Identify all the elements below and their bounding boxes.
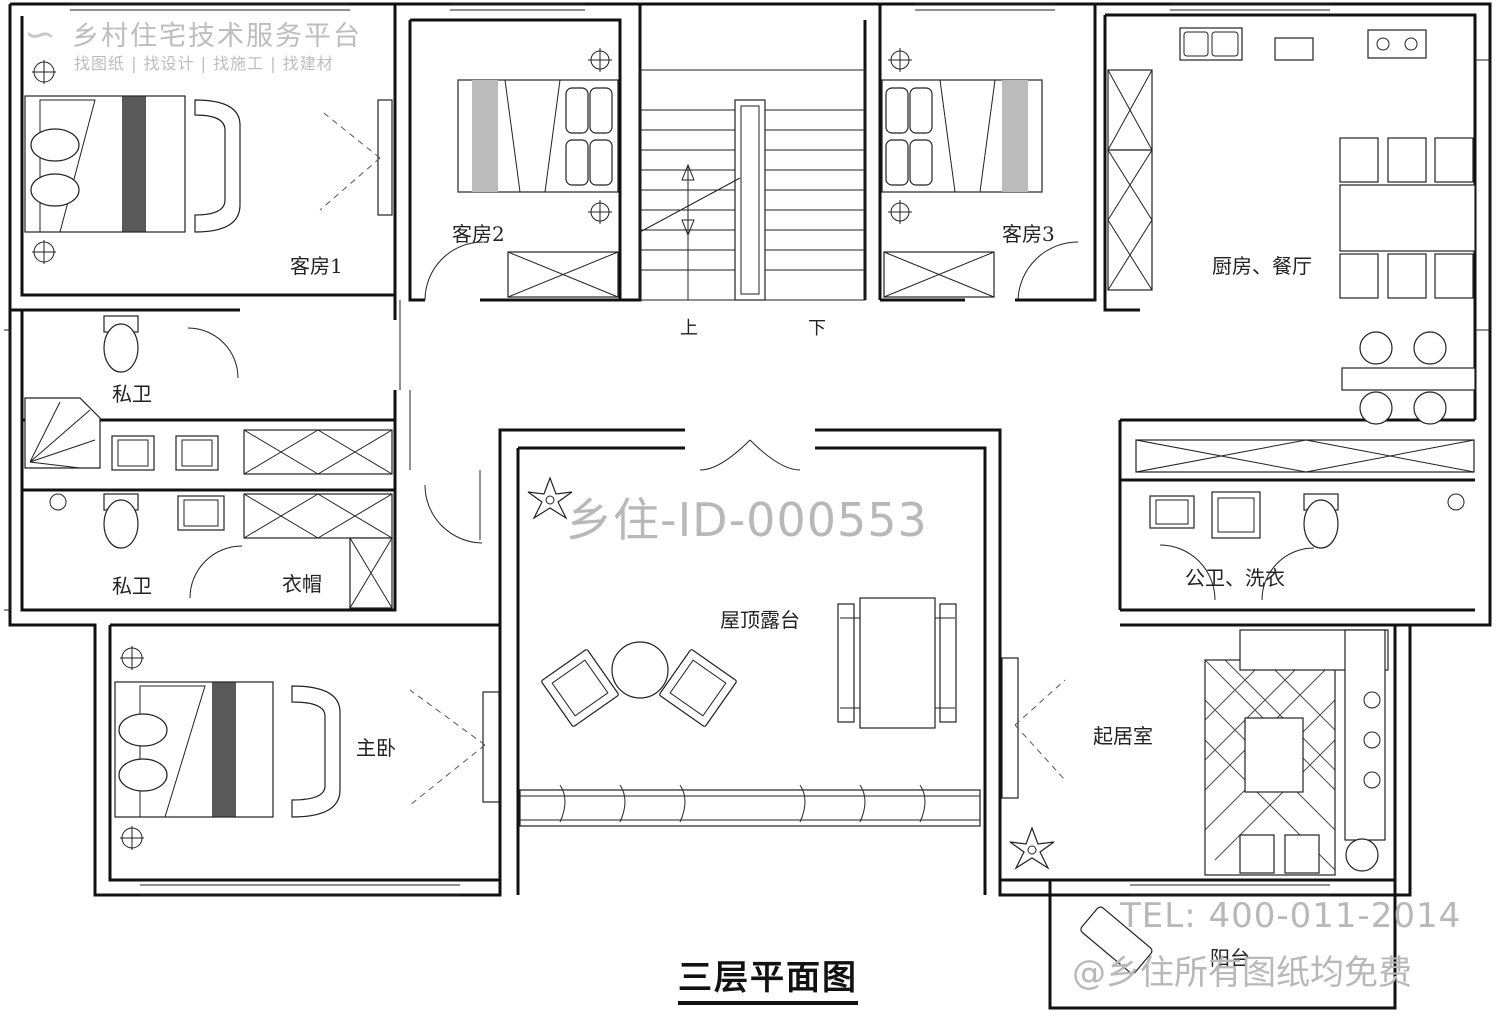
room-label-kitchen: 厨房、餐厅 — [1212, 254, 1312, 278]
staircase — [639, 69, 866, 301]
room-label-living: 起居室 — [1093, 724, 1153, 748]
watermark-tel: TEL: 400-011-2014 — [1120, 896, 1462, 936]
plan-title: 三层平面图 — [678, 950, 858, 1005]
public-bath-fixtures — [1135, 439, 1475, 601]
room-label-bath1: 私卫 — [112, 382, 152, 406]
bed-guest1 — [24, 60, 393, 264]
bath2-fixtures — [49, 484, 483, 609]
plant-icon — [527, 476, 573, 520]
room-label-guest3: 客房3 — [1002, 222, 1055, 246]
bed-guest3 — [881, 48, 1079, 301]
room-label-guest1: 客房1 — [290, 254, 343, 278]
terrace-furniture — [409, 439, 981, 827]
bed-guest2 — [424, 48, 619, 301]
brand-subtitle: 找图纸 | 找设计 | 找施工 | 找建材 — [74, 54, 334, 73]
kitchen-furniture — [1107, 27, 1476, 425]
watermark-id: 乡住-ID-000553 — [566, 493, 928, 547]
stair-up-label: 上 — [680, 318, 698, 339]
living-furniture — [1001, 629, 1389, 974]
plant-icon — [1009, 826, 1055, 870]
watermark-free: @乡住所有图纸均免费 — [1072, 953, 1412, 993]
room-label-terrace: 屋顶露台 — [720, 608, 800, 632]
walls — [8, 2, 1492, 1010]
room-label-master: 主卧 — [356, 736, 396, 760]
bed-master — [114, 646, 341, 850]
brand-title: 乡村住宅技术服务平台 — [72, 21, 362, 52]
room-label-bath2: 私卫 — [112, 574, 152, 598]
room-label-guest2: 客房2 — [452, 222, 505, 246]
stair-down-label: 下 — [808, 318, 826, 339]
room-label-balcony: 阳台 — [1210, 946, 1250, 970]
brand-logo-icon: ∽ — [24, 12, 56, 56]
room-label-public-bath: 公卫、洗衣 — [1185, 566, 1285, 590]
room-label-closet: 衣帽 — [282, 572, 322, 596]
windows — [4, 3, 1491, 896]
bath1-fixtures — [24, 315, 393, 475]
